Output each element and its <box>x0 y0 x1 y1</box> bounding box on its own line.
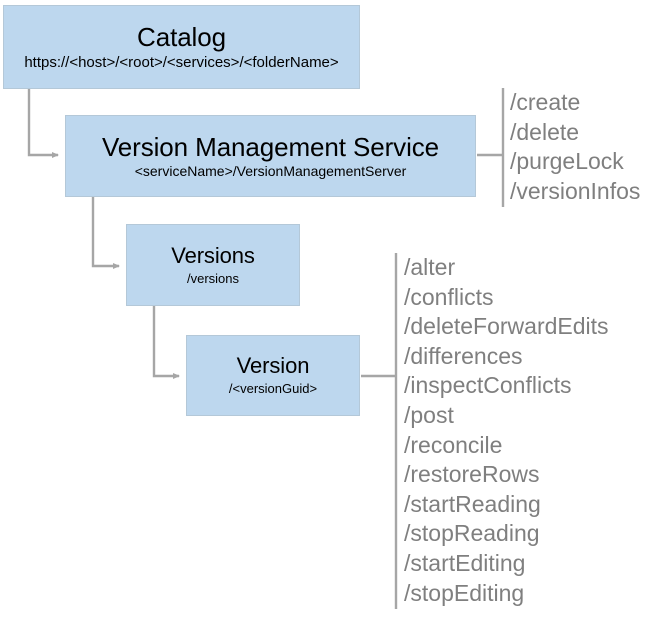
operation-item[interactable]: /post <box>404 401 454 428</box>
operation-item[interactable]: /purgeLock <box>510 148 624 175</box>
operation-item[interactable]: /reconcile <box>404 431 503 458</box>
node-catalog-title: Catalog <box>137 21 226 52</box>
edge-vms-to-versions <box>91 197 120 269</box>
operation-item[interactable]: /startReading <box>404 490 541 517</box>
node-catalog-subtitle: https://<host>/<root>/<services>/<folder… <box>24 53 339 71</box>
node-versions-subtitle: /versions <box>186 270 240 286</box>
node-version-management-service-title: Version Management Service <box>101 131 440 162</box>
node-version-subtitle: /<versionGuid> <box>228 381 318 397</box>
operation-item[interactable]: /conflicts <box>404 283 494 310</box>
operation-item[interactable]: /stopReading <box>404 520 540 547</box>
node-version-title: Version <box>236 353 310 379</box>
operation-list-version: /alter/conflicts/deleteForwardEdits/diff… <box>404 253 609 608</box>
operation-item[interactable]: /versionInfos <box>510 177 641 204</box>
node-versions[interactable]: Versions /versions <box>126 224 300 306</box>
operation-item[interactable]: /stopEditing <box>404 579 525 606</box>
operation-item[interactable]: /differences <box>404 342 523 369</box>
operation-item[interactable]: /alter <box>404 254 456 280</box>
operation-item[interactable]: /startEditing <box>404 549 526 576</box>
operation-item[interactable]: /restoreRows <box>404 461 540 488</box>
node-version[interactable]: Version /<versionGuid> <box>186 335 360 416</box>
edge-catalog-to-vms <box>27 89 59 158</box>
node-version-management-service-subtitle: <serviceName>/VersionManagementServer <box>134 162 407 179</box>
node-version-management-service[interactable]: Version Management Service <serviceName>… <box>65 115 476 197</box>
operation-item[interactable]: /create <box>510 89 581 115</box>
operation-item[interactable]: /inspectConflicts <box>404 372 572 399</box>
operation-item[interactable]: /delete <box>510 118 580 145</box>
operation-item[interactable]: /deleteForwardEdits <box>404 313 609 340</box>
node-catalog[interactable]: Catalog https://<host>/<root>/<services>… <box>3 5 360 89</box>
edge-versions-to-version <box>152 306 180 379</box>
operation-list-version-management-service: /create/delete/purgeLock/versionInfos <box>510 88 640 206</box>
node-versions-title: Versions <box>171 242 255 268</box>
